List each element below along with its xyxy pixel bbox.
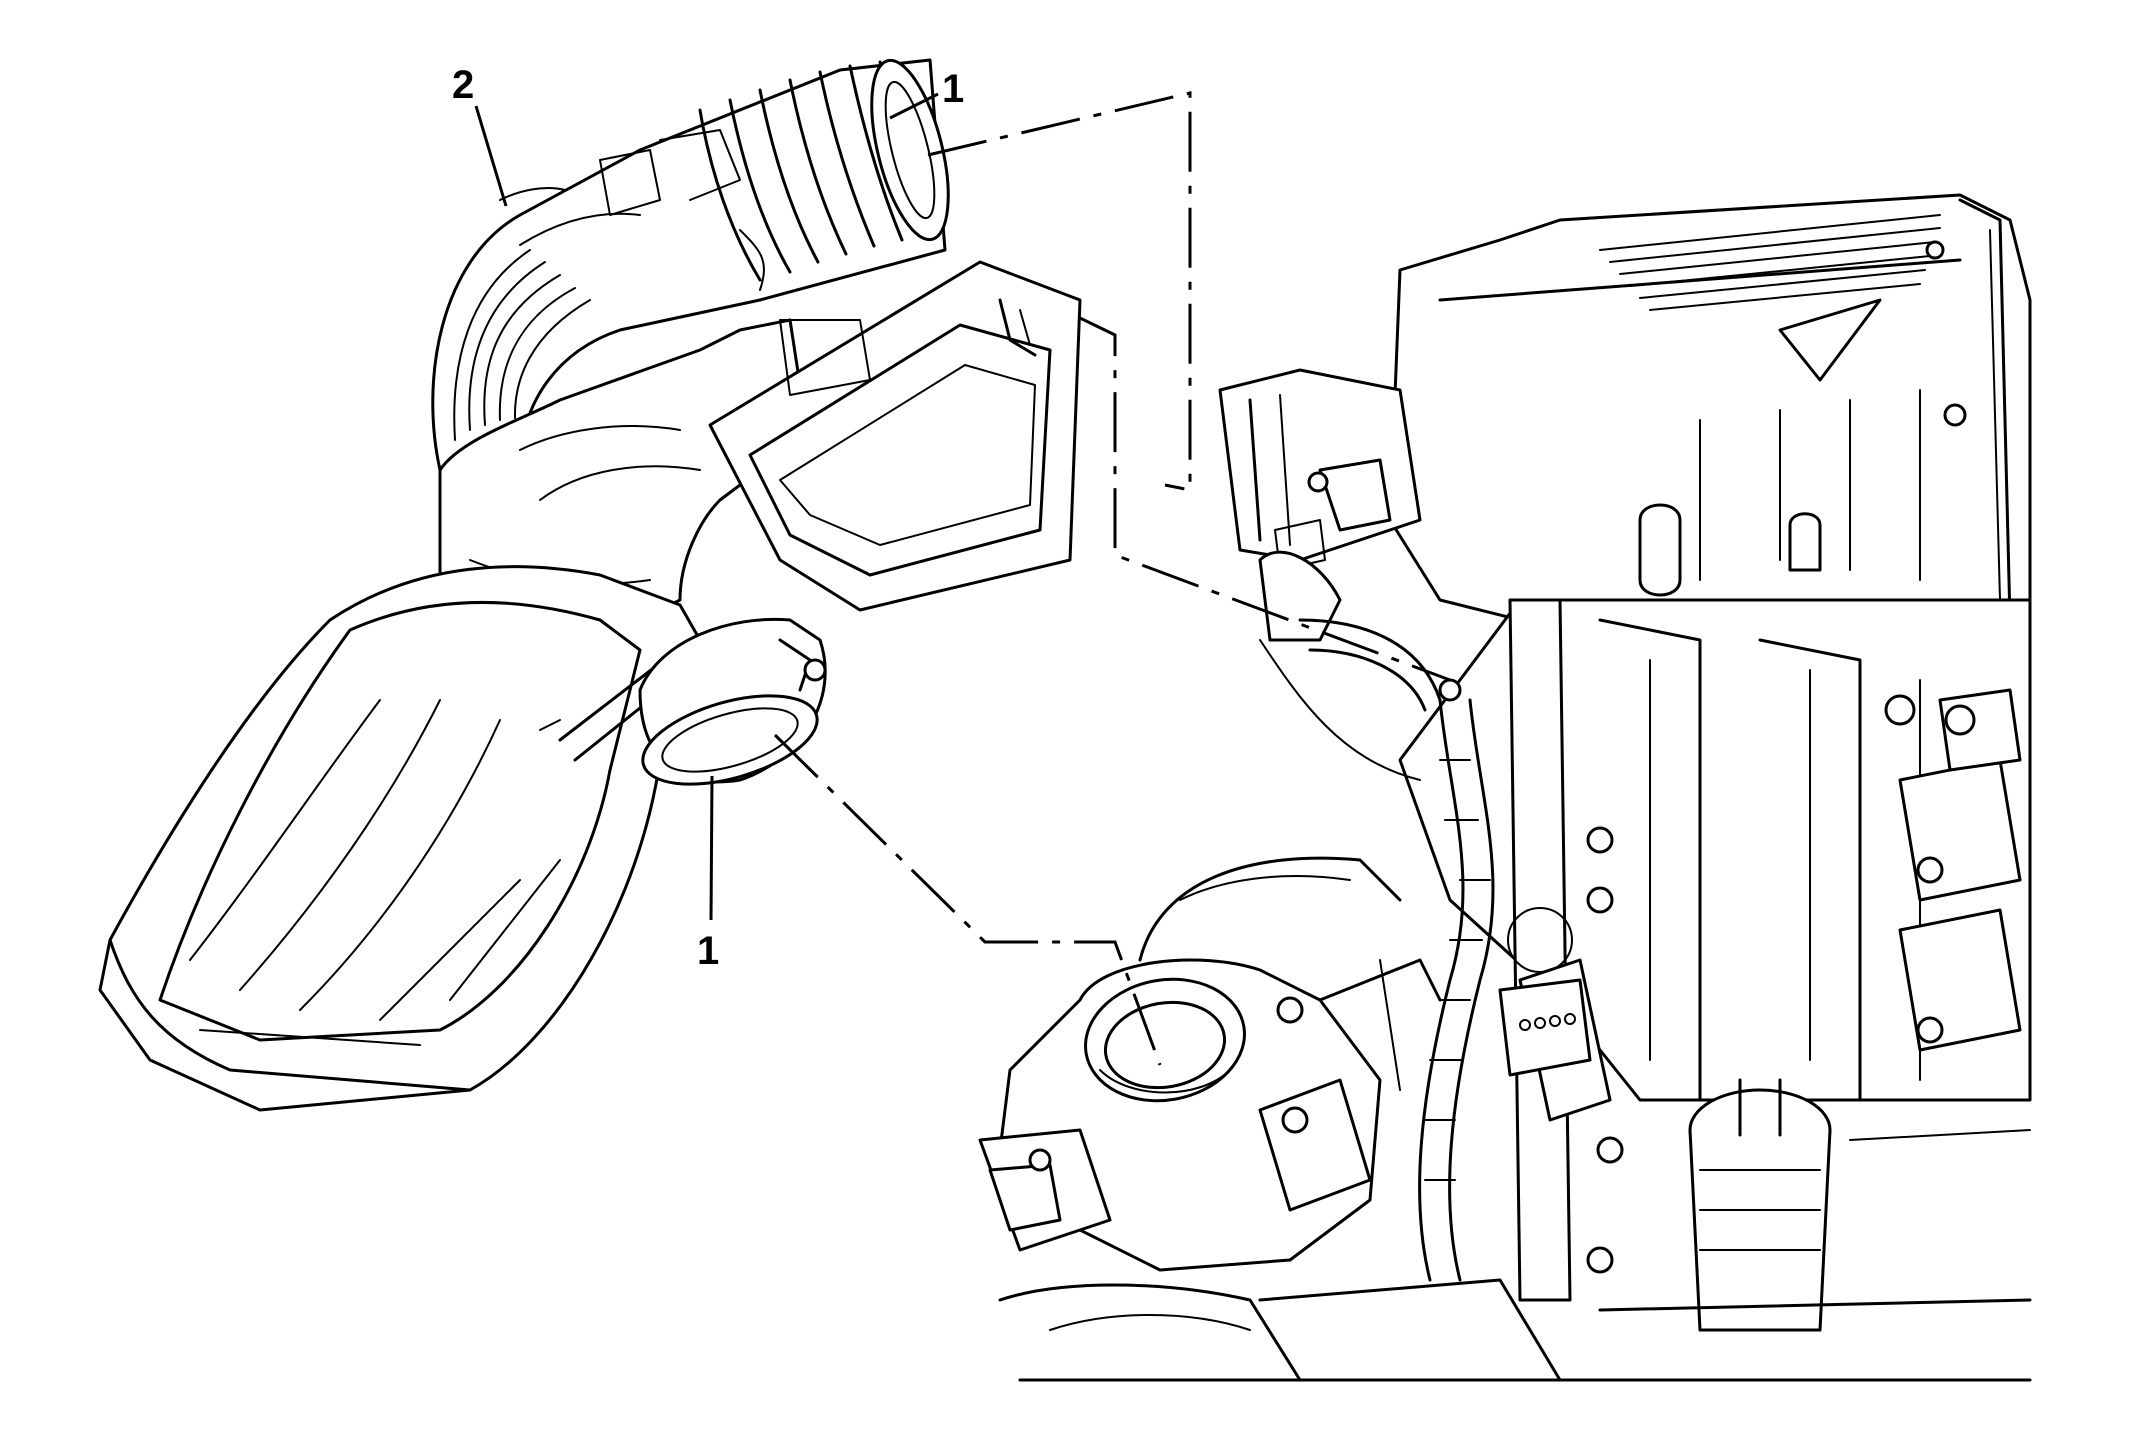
cover-inlet-adapter — [1218, 368, 1422, 571]
pcv-fitting — [1638, 503, 1822, 597]
air-cleaner-outlet-box — [708, 260, 1082, 612]
inlet-snout — [98, 565, 702, 1112]
engine-cover — [1388, 193, 2032, 652]
electrical-connector — [1498, 978, 1592, 1077]
intake-manifold-lower — [1398, 598, 2032, 1102]
callout-1-top: 1 — [942, 67, 964, 111]
engine-assembly — [978, 193, 2032, 1382]
callout-1-bottom: 1 — [697, 929, 719, 973]
phantom-lines — [773, 91, 1451, 1066]
callout-2: 2 — [452, 63, 474, 107]
alignment-line-lower — [773, 733, 1162, 1066]
bellows-hose — [431, 58, 950, 472]
alignment-line-middle — [1079, 316, 1451, 682]
callout-leaders — [474, 92, 939, 921]
duct-clamp-bottom — [638, 617, 827, 786]
leader-2 — [474, 105, 508, 207]
alignment-line-upper — [927, 91, 1192, 492]
callouts: 1 2 1 — [452, 63, 964, 973]
leader-1-bottom — [709, 775, 714, 921]
air-inlet-duct-assembly — [98, 58, 1082, 1112]
throttle-body — [978, 958, 1442, 1272]
oil-filler-cap — [1688, 1078, 1832, 1332]
rail-bolts — [1438, 678, 1624, 1274]
leader-1-top — [889, 92, 939, 120]
fresh-air-tube — [1298, 618, 1442, 712]
